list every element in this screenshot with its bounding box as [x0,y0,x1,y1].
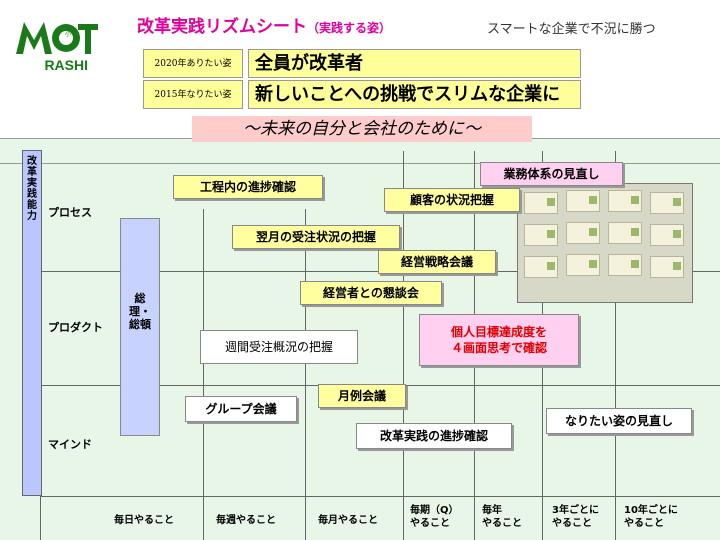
title-subtext: （実践する姿） [307,21,392,35]
title-text: 改革実践リズムシート [137,17,307,37]
company-logo: 小 RASHI [10,14,102,74]
item-kojin: 個人目標達成度を ４画面思考で確認 [419,314,579,366]
item-keiei-senryaku: 経営戦略会議 [378,250,496,274]
tagline: ～未来の自分と会社のために～ [192,116,532,142]
slogan: スマートな企業で不況に勝つ [487,22,656,37]
center-bar [120,218,160,436]
left-bar [22,150,42,496]
left-bar-label: 改革実践能力 [27,156,37,222]
item-yokugetsu: 翌月の受注状況の把握 [232,225,400,249]
timeline-monthly: 毎月やること [318,515,378,526]
goal-2020-label: 2020年ありたい姿 [143,49,243,78]
goal-2015-text: 新しいことへの挑戦でスリムな企業に [248,80,581,109]
item-gyoumu: 業務体系の見直し [480,162,623,186]
timeline-3year: 3年ごとにやること [552,505,599,529]
category-process: プロセス [48,206,92,219]
item-getsurei: 月例会議 [318,384,406,408]
motorashi-logo-icon: 小 RASHI [16,22,98,73]
timeline-row: 毎日やること 毎週やること 毎月やること 毎期（Q）やること 毎年やること 3年… [0,496,720,540]
item-koutei: 工程内の進捗確認 [173,175,323,199]
item-keieisha: 経営者との懇談会 [300,281,442,305]
item-kojin-line2: ４画面思考で確認 [450,341,547,355]
goal-2020-text: 全員が改革者 [248,49,581,78]
item-kojin-line1: 個人目標達成度を [450,325,547,339]
timeline-yearly: 毎年やること [482,505,522,529]
item-kaikaku: 改革実践の進捗確認 [356,423,512,449]
timeline-quarterly: 毎期（Q）やること [410,505,459,529]
logo-small-text: 小 [65,30,71,38]
timeline-daily: 毎日やること [114,515,174,526]
category-product: プロダクト [48,321,103,334]
category-mind: マインド [48,438,92,451]
item-group: グループ会議 [185,396,297,422]
sheet-photo [517,183,693,303]
item-shuukan: 週間受注概況の把握 [200,330,358,364]
logo-rashi-text: RASHI [44,57,88,73]
goal-2015-label: 2015年なりたい姿 [143,80,243,109]
item-naritai: なりたい姿の見直し [546,408,692,434]
timeline-10year: 10年ごとにやること [624,505,678,529]
center-bar-label: 総理・総頓 [129,292,151,331]
item-kokyaku: 顧客の状況把握 [384,188,520,212]
timeline-weekly: 毎週やること [216,515,276,526]
page-title: 改革実践リズムシート（実践する姿） [137,12,391,37]
